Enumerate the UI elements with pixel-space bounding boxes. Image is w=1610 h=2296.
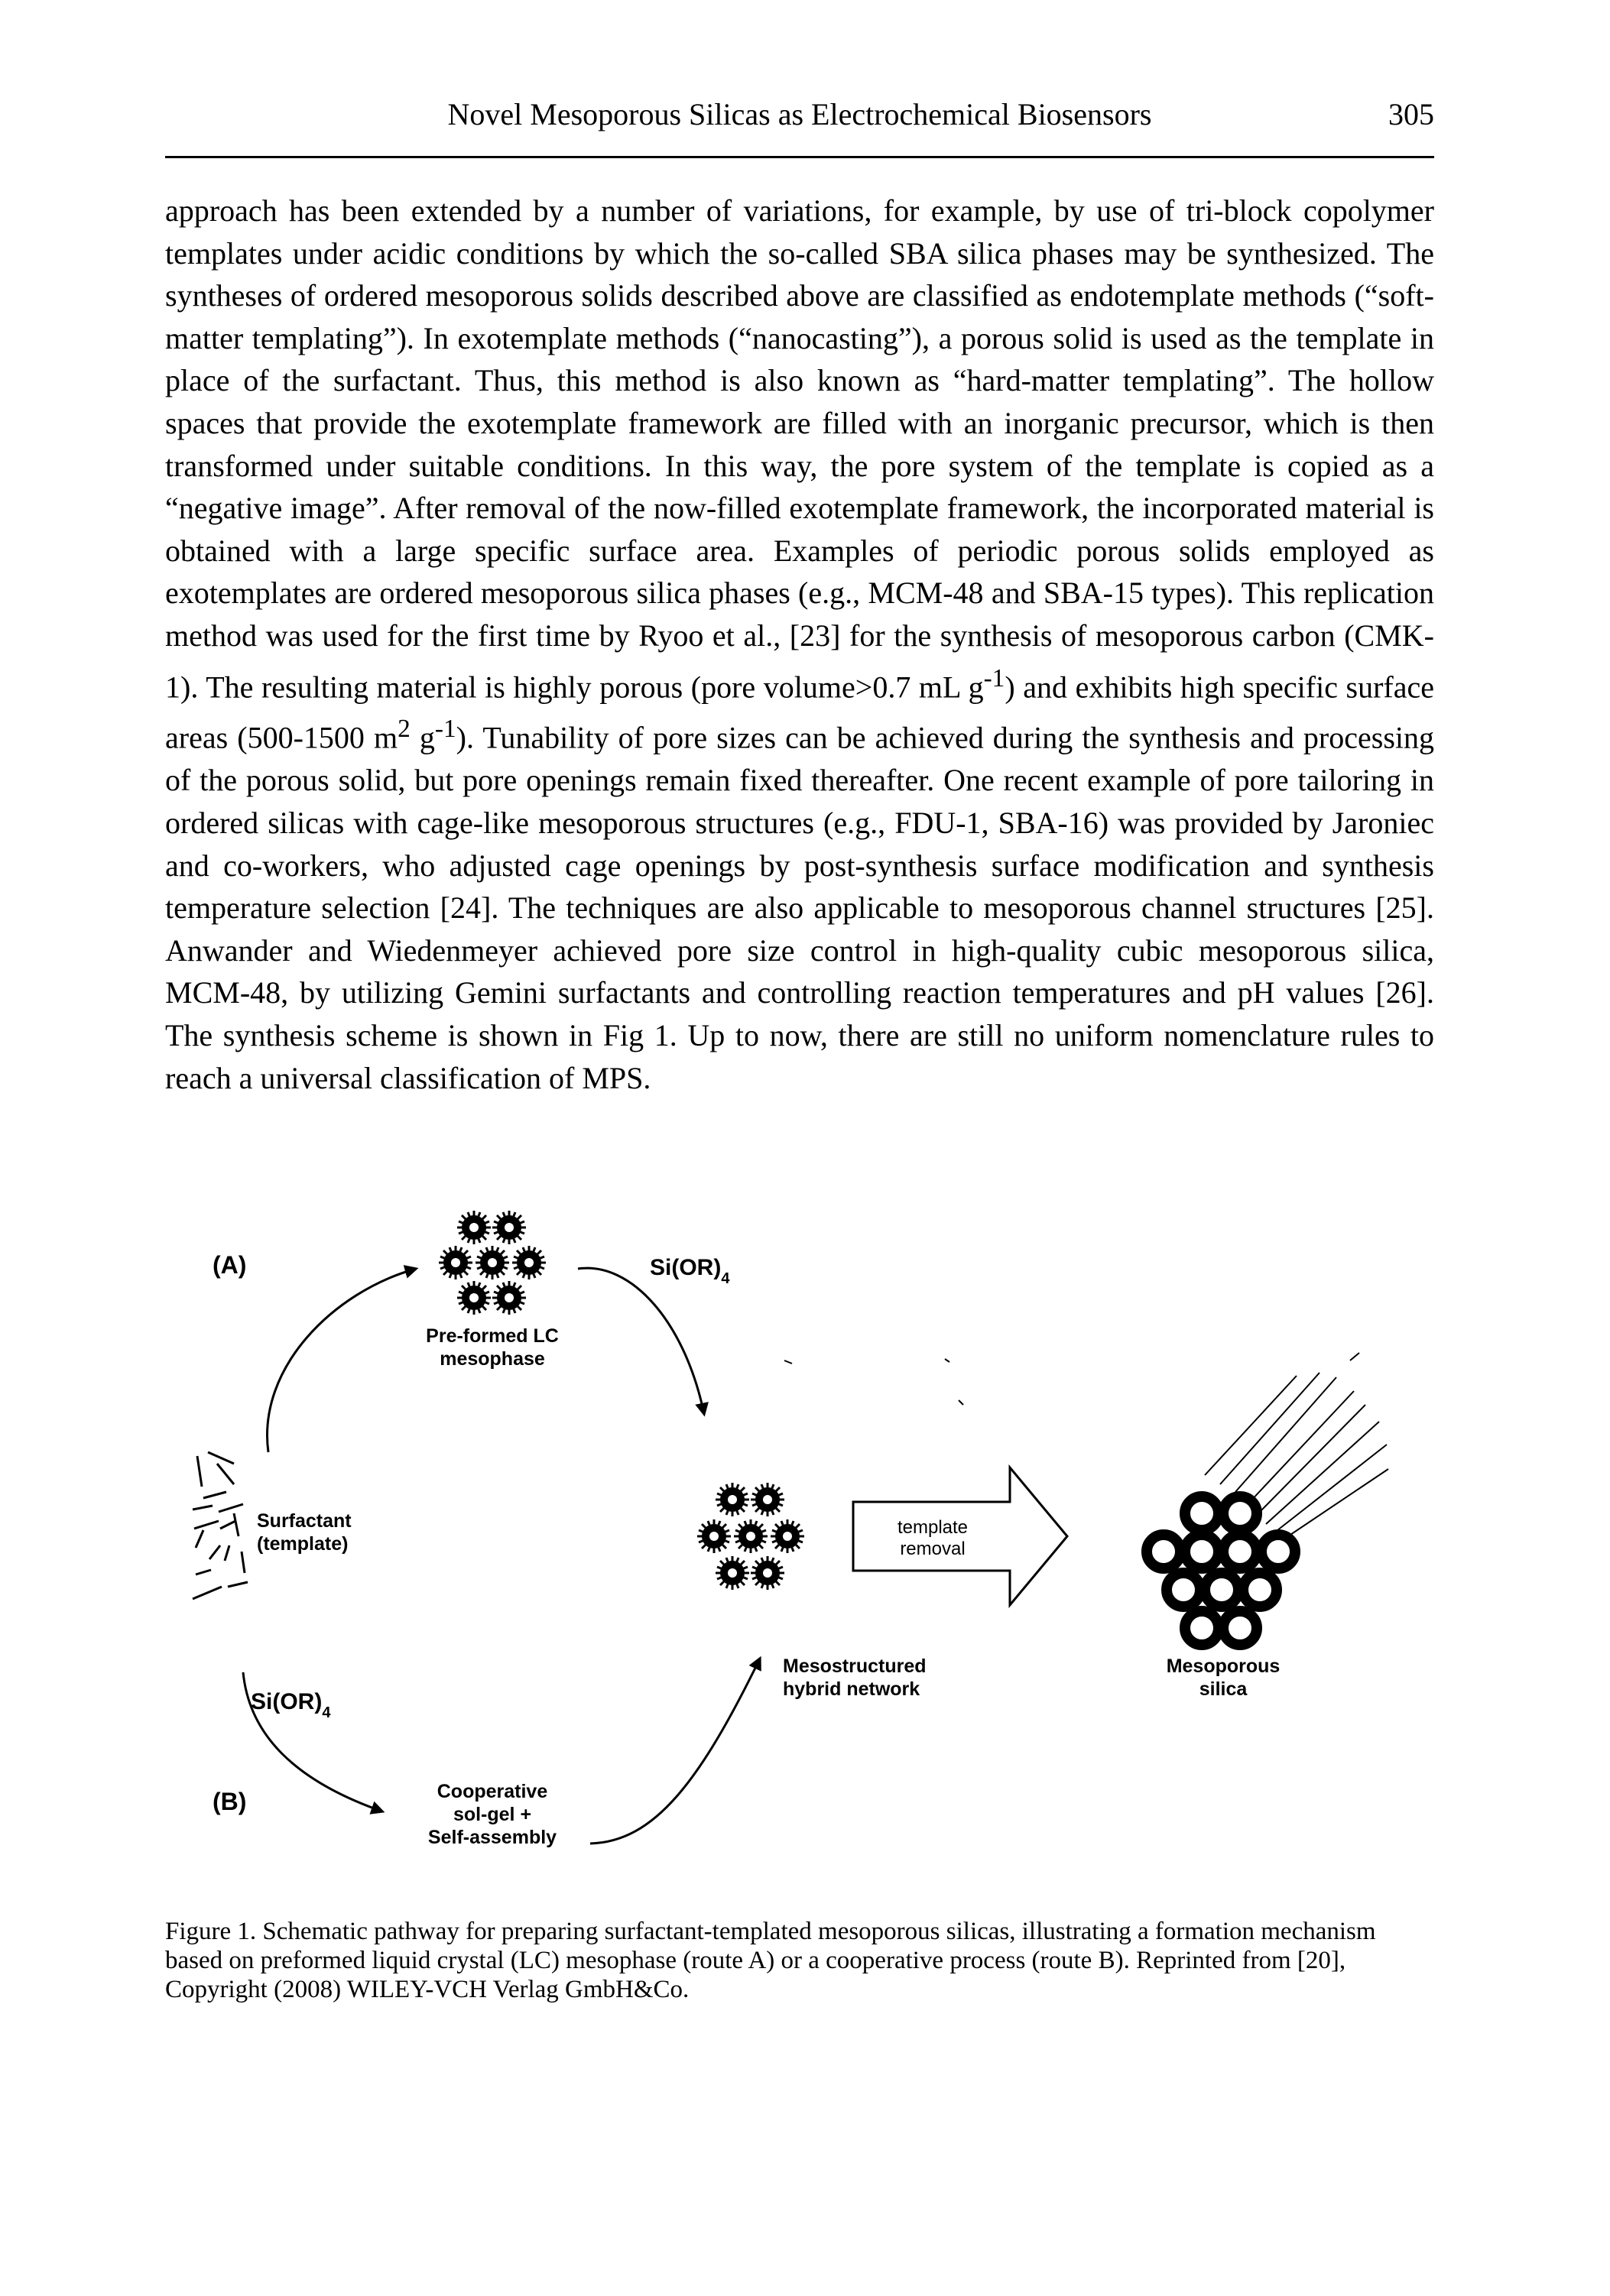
- surfactant-label: Surfactant: [257, 1510, 352, 1532]
- running-header: Novel Mesoporous Silicas as Electrochemi…: [165, 90, 1434, 158]
- mesoporous-label-2: silica: [1199, 1678, 1248, 1700]
- mesoporous-label: Mesoporous: [1167, 1656, 1281, 1677]
- template-removal-arrow: [852, 1464, 1069, 1609]
- sior4-left-label: Si(OR)4: [251, 1689, 331, 1721]
- figure-caption: Figure 1. Schematic pathway for preparin…: [165, 1918, 1376, 2003]
- surfactant-label-2: (template): [257, 1533, 348, 1555]
- sior4-top-label: Si(OR)4: [650, 1255, 730, 1287]
- arrow-to-preformed-lc: [266, 1265, 419, 1453]
- mesoporous-pores: [1141, 1491, 1300, 1650]
- body-text-part: approach has been extended by a number o…: [165, 193, 1434, 704]
- cooperative-label-3: Self-assembly: [428, 1827, 557, 1848]
- route-a-label: (A): [213, 1251, 246, 1279]
- arrow-to-cooperative: [242, 1672, 385, 1814]
- route-b-label: (B): [213, 1788, 246, 1815]
- superscript: -1: [983, 663, 1005, 692]
- surfactant-molecules: [192, 1451, 248, 1600]
- mesostructured-micelles: [696, 1481, 806, 1591]
- figure-1: (A) (B) Pre-formed LC mesophase Si(OR)4: [165, 1200, 1437, 1873]
- body-text-part: ) and exhibits high specific surface are…: [165, 669, 1435, 755]
- mesoporous-channels: [1204, 1372, 1389, 1542]
- preformed-lc-label-2: mesophase: [440, 1348, 545, 1370]
- superscript: 2: [398, 715, 411, 744]
- body-text-part: g: [410, 720, 435, 755]
- body-text-part: 0.7 mL g: [872, 669, 984, 704]
- template-removal-label: template: [898, 1517, 968, 1538]
- body-text-part: ). Tunability of pore sizes can be achie…: [165, 720, 1435, 1095]
- preformed-lc-label: Pre-formed LC: [426, 1325, 559, 1347]
- cooperative-label-2: sol-gel +: [453, 1804, 531, 1825]
- arrow-up-to-mesostructure: [589, 1656, 761, 1845]
- debris-marks: [784, 1352, 1360, 1406]
- preformed-lc-micelles: [437, 1209, 547, 1316]
- mesostructured-label-2: hybrid network: [783, 1678, 920, 1700]
- running-title: Novel Mesoporous Silicas as Electrochemi…: [447, 97, 1152, 131]
- cooperative-label: Cooperative: [437, 1781, 548, 1802]
- template-removal-label-2: removal: [900, 1539, 965, 1559]
- greater-than-sign: >: [855, 669, 873, 704]
- superscript: -1: [434, 715, 456, 744]
- body-paragraph: approach has been extended by a number o…: [165, 190, 1434, 1099]
- arrow-down-to-mesostructure: [577, 1266, 709, 1417]
- schematic-diagram: (A) (B) Pre-formed LC mesophase Si(OR)4: [192, 1209, 1389, 1848]
- mesostructured-label: Mesostructured: [783, 1656, 927, 1677]
- page-number: 305: [1388, 97, 1434, 131]
